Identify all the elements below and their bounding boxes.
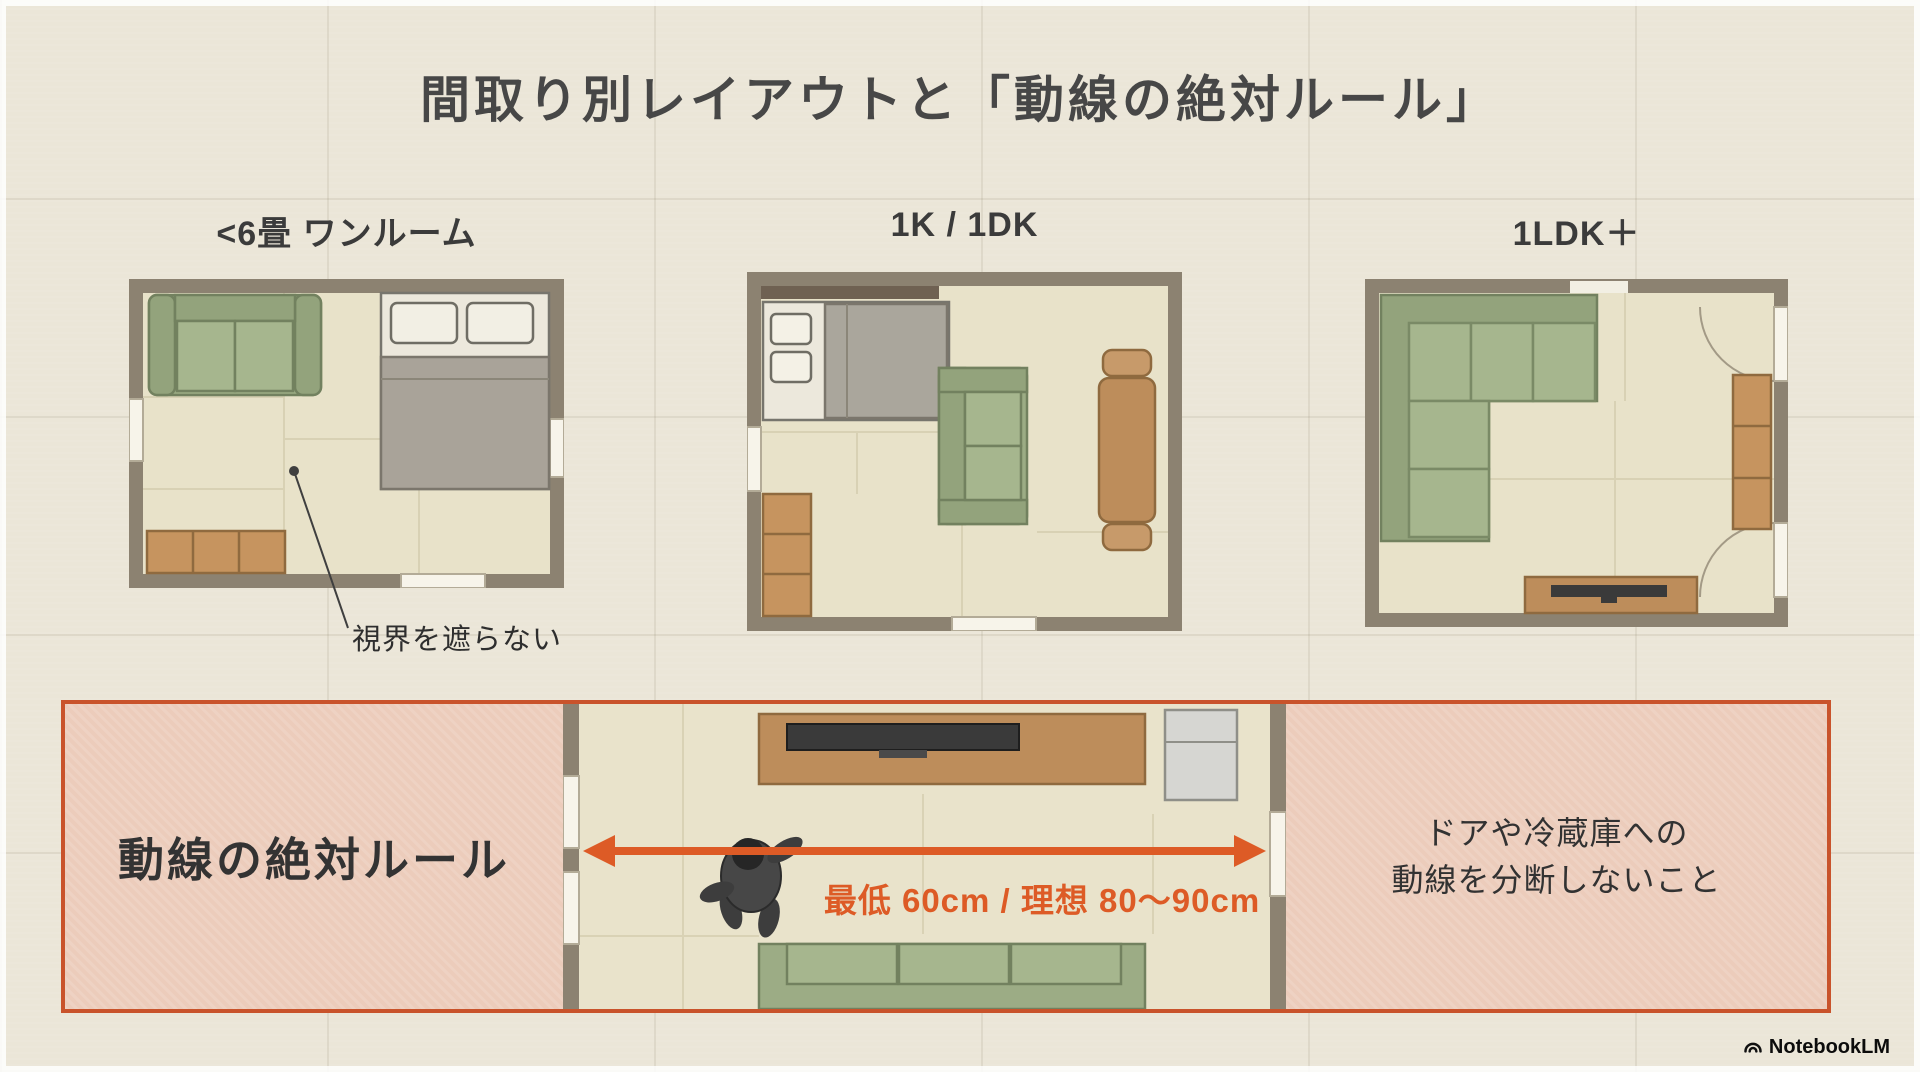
floorplan-one-room: [129, 279, 564, 588]
rule-note-line1: ドアや冷蔵庫への: [1424, 815, 1689, 852]
window-left-lower: [563, 871, 580, 945]
tatami-seams: [1489, 293, 1774, 577]
notebooklm-badge: NotebookLM: [1743, 1036, 1890, 1059]
cabinet: [761, 492, 813, 618]
sideboard: [1731, 373, 1773, 531]
rule-note-area: ドアや冷蔵庫への 動線を分断しないこと: [1286, 704, 1827, 1009]
clearance-arrow: [583, 835, 1266, 867]
sofa: [937, 366, 1029, 526]
sofa: [147, 293, 323, 397]
floorplan-1ldk: [1365, 279, 1788, 627]
refrigerator: [1163, 708, 1239, 802]
door-gap-bottom: [951, 616, 1037, 631]
low-shelf: [145, 529, 287, 575]
window-right: [549, 418, 564, 478]
rule-floorplan-strip: [563, 704, 1286, 1009]
opening-top: [1570, 281, 1628, 293]
annotation-clear-sightline: 視界を遮らない: [352, 624, 563, 656]
window-left: [747, 426, 762, 492]
window-left-upper: [563, 775, 580, 849]
bed: [379, 291, 551, 491]
partition-wall: [761, 286, 939, 299]
plan-label-1ldk: 1LDK＋: [1512, 215, 1641, 253]
tatami-seams: [579, 704, 1154, 1009]
door-top-right: [1773, 306, 1788, 382]
rule-floorplan: [563, 704, 1286, 1009]
floorplan-1k-1dk: [747, 272, 1182, 631]
wall-left: [563, 704, 579, 1009]
door-bottom-right: [1773, 522, 1788, 598]
window-left: [129, 398, 144, 462]
tv-console: [757, 712, 1147, 786]
clearance-label: 最低 60cm / 理想 80〜90cm: [823, 882, 1261, 919]
dining-table: [1097, 348, 1157, 552]
rule-panel: 動線の絶対ルール: [61, 700, 1831, 1013]
rule-note: ドアや冷蔵庫への 動線を分断しないこと: [1391, 810, 1721, 903]
window-bottom: [400, 573, 486, 588]
rule-title: 動線の絶対ルール: [118, 833, 510, 886]
l-shaped-sofa: [1379, 293, 1599, 543]
page-title: 間取り別レイアウトと「動線の絶対ルール」: [420, 72, 1500, 128]
plan-label-1k-1dk: 1K / 1DK: [890, 206, 1039, 244]
plan-label-one-room: <6畳 ワンルーム: [216, 215, 477, 253]
notebooklm-label: NotebookLM: [1768, 1036, 1890, 1058]
tv-board: [1523, 575, 1699, 615]
rule-title-area: 動線の絶対ルール: [65, 704, 563, 1009]
door-gap-right: [1269, 811, 1286, 897]
sofa: [757, 942, 1147, 1009]
rule-note-line2: 動線を分断しないこと: [1391, 861, 1722, 898]
bed: [761, 300, 951, 422]
notebooklm-logo-icon: [1744, 1042, 1762, 1053]
